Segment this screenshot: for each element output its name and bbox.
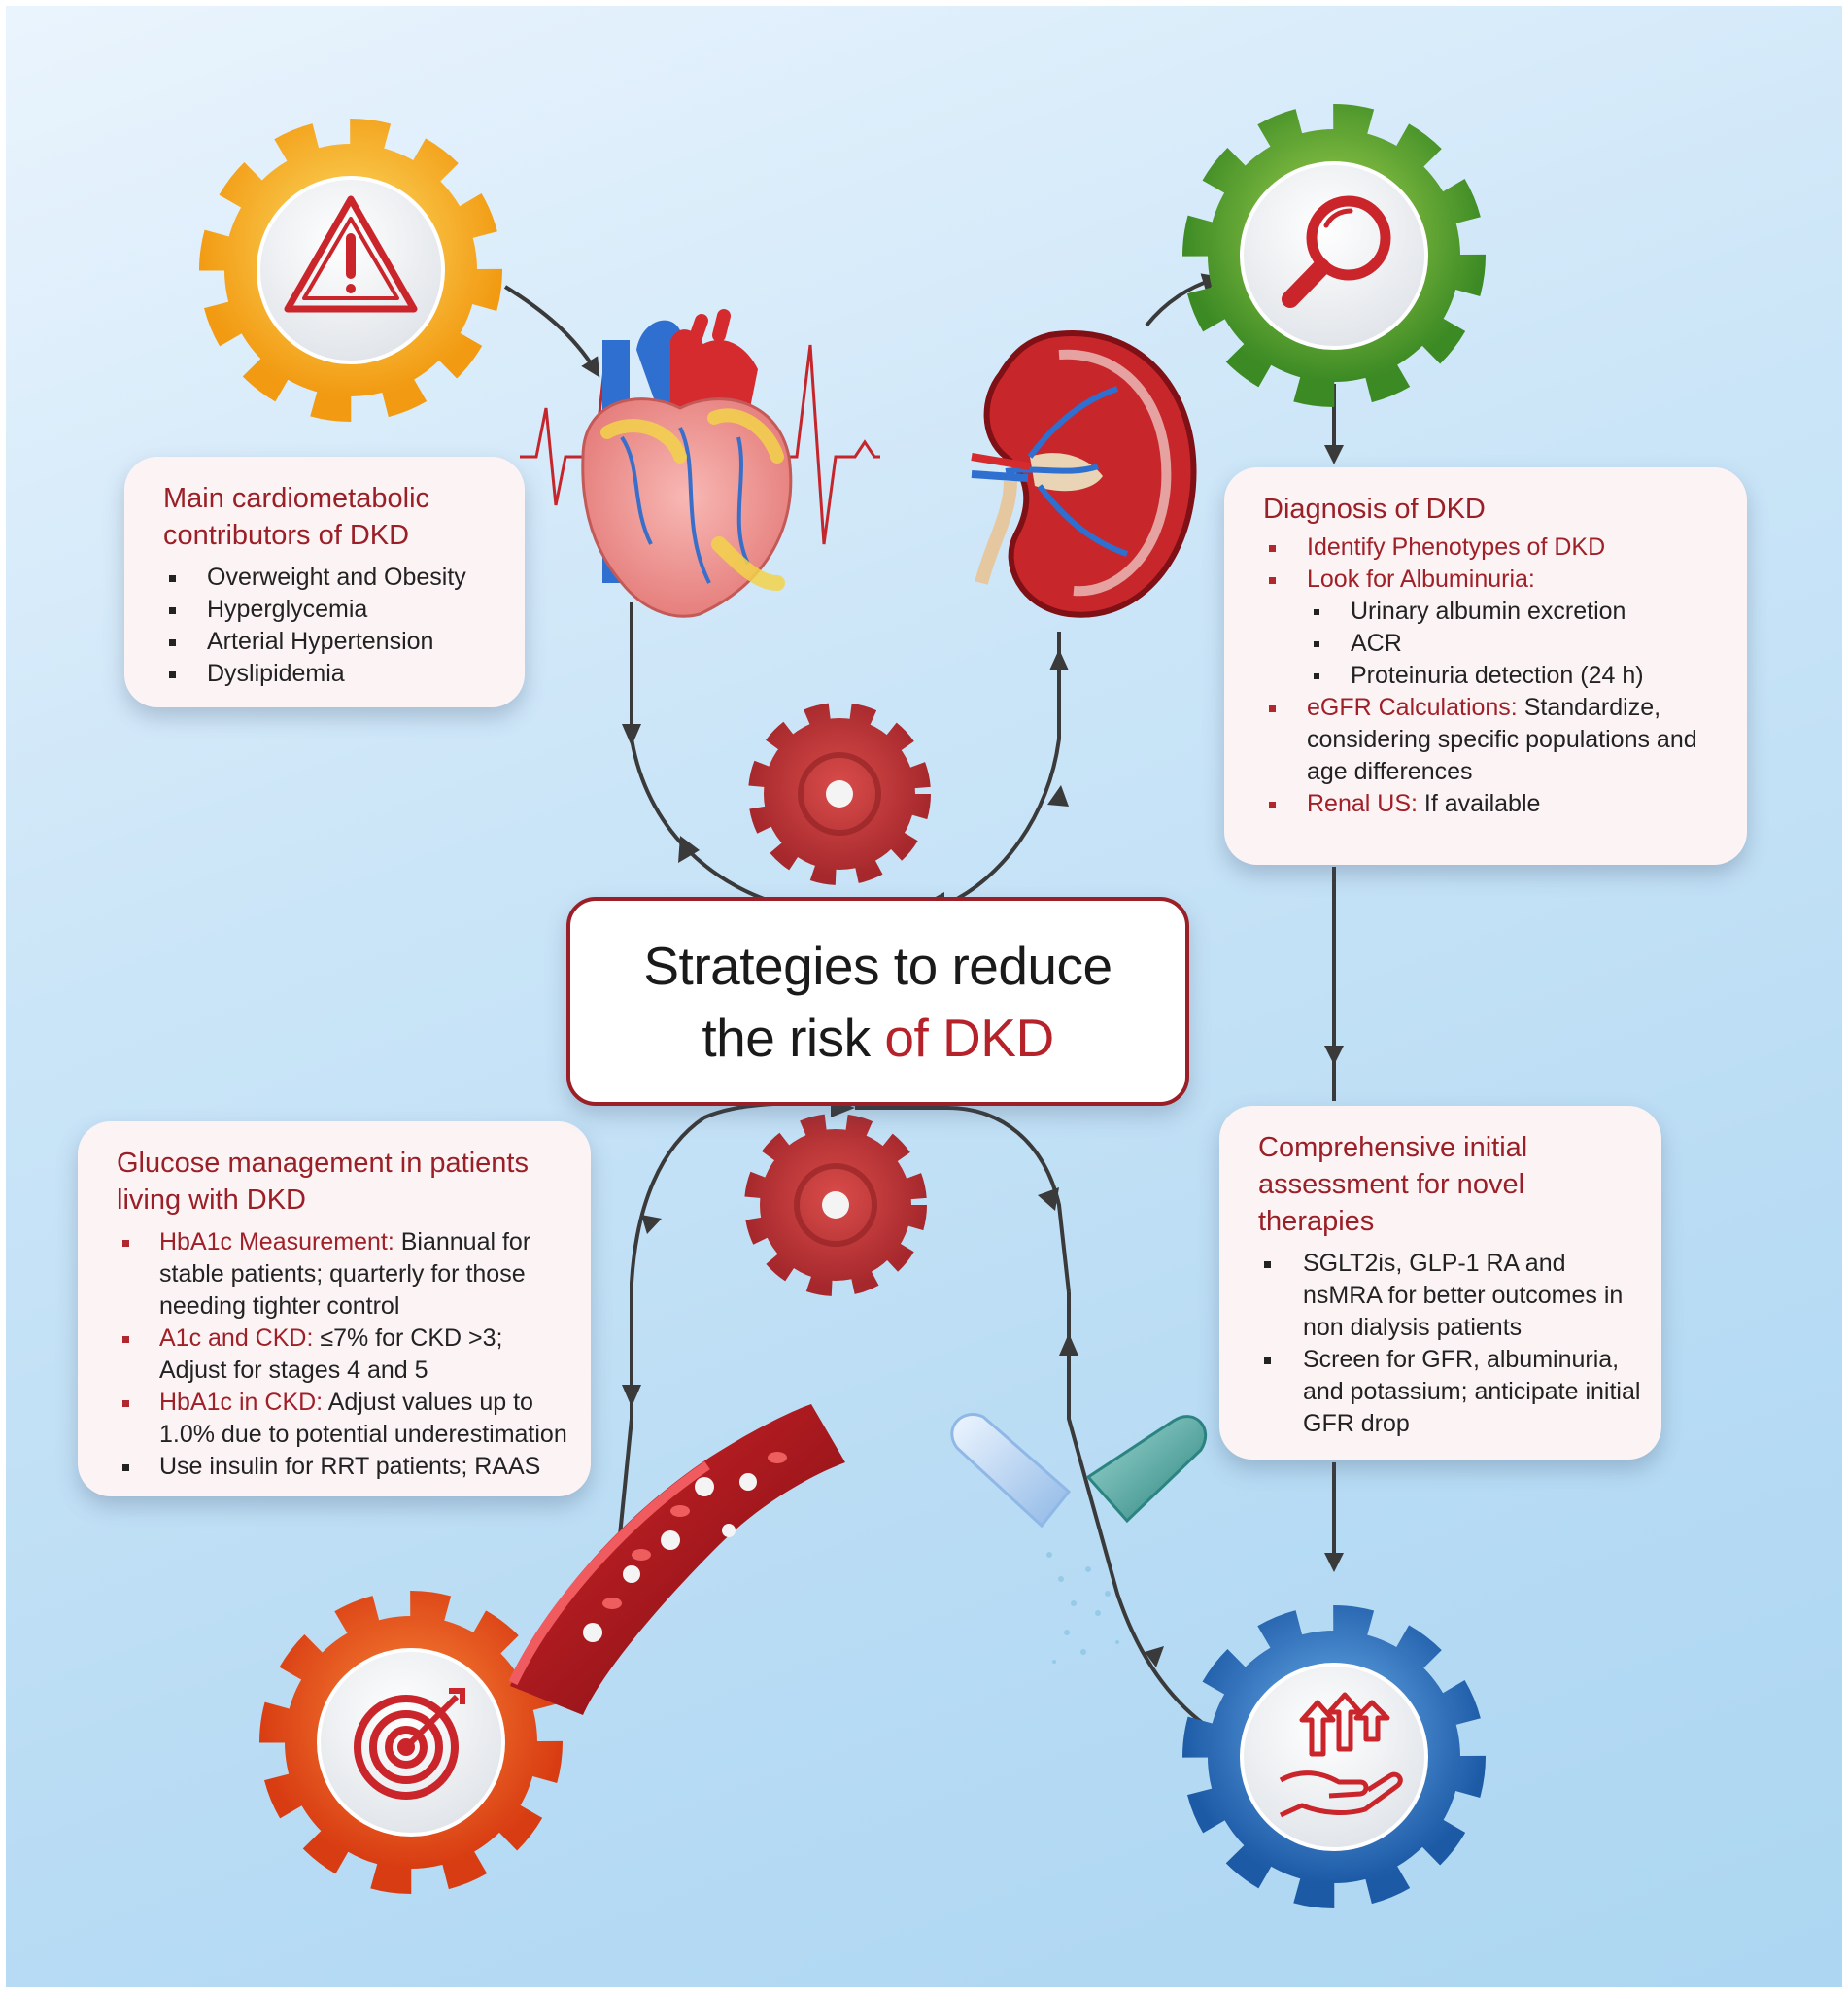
central-title-accent: of DKD [884,1007,1054,1068]
target-icon [354,1688,465,1800]
item-text: ≤7% for CKD >3; Adjust for stages 4 and … [159,1324,503,1384]
card-title: Diagnosis of DKD [1263,494,1486,525]
card-title-line2: contributors of DKD [163,520,410,551]
sub-list-item: Proteinuria detection (24 h) [1263,660,1708,692]
central-title-line2: the risk of DKD [702,1002,1054,1074]
kidney-illustration [971,330,1197,618]
list-item: Renal US: If available [1263,788,1708,820]
central-title-prefix: the risk [702,1007,885,1068]
sub-list-item: ACR [1263,628,1708,660]
gear-bottom-right [1182,1605,1486,1908]
gear-center-upper [748,703,931,885]
list-item: Overweight and Obesity [163,562,486,594]
gear-bottom-left [259,1591,563,1894]
sub-list-item: Urinary albumin excretion [1263,596,1708,628]
blood-vessel-illustration [508,1404,845,1715]
contributors-list: Overweight and Obesity Hyperglycemia Art… [163,562,486,690]
list-item: Arterial Hypertension [163,626,486,658]
glucose-list: HbA1c Measurement: Biannual for stable p… [117,1226,569,1483]
card-title-line1: Comprehensive initial [1258,1132,1528,1163]
warning-icon [284,195,418,313]
item-text: Look for Albuminuria: [1307,566,1535,593]
albuminuria-sublist: Urinary albumin excretion ACR Proteinuri… [1263,596,1708,692]
item-text: Adjust values up to 1.0% due to potentia… [159,1389,567,1448]
list-item: Dyslipidemia [163,658,486,690]
capsule-illustration [950,1413,1208,1664]
item-lead: HbA1c Measurement: [159,1228,394,1255]
card-title: Comprehensive initial assessment for nov… [1258,1129,1642,1240]
heart-illustration [581,309,793,618]
card-title-line2: living with DKD [117,1185,306,1216]
item-lead: HbA1c in CKD: [159,1389,324,1416]
diagnosis-list: Identify Phenotypes of DKD Look for Albu… [1263,532,1708,596]
list-item: HbA1c in CKD: Adjust values up to 1.0% d… [117,1387,569,1451]
gear-top-right [1182,104,1486,407]
list-item: A1c and CKD: ≤7% for CKD >3; Adjust for … [117,1323,569,1387]
card-comprehensive-assessment: Comprehensive initial assessment for nov… [1219,1106,1661,1460]
item-text: Identify Phenotypes of DKD [1307,533,1606,561]
item-text: If available [1417,790,1541,817]
card-cardiometabolic-contributors: Main cardiometabolic contributors of DKD… [124,457,525,707]
list-item: HbA1c Measurement: Biannual for stable p… [117,1226,569,1323]
hand-arrows-icon [1279,1692,1403,1818]
card-title-line3: therapies [1258,1206,1375,1237]
list-item: Hyperglycemia [163,594,486,626]
central-title-line1: Strategies to reduce [643,935,1112,996]
item-lead: Renal US: [1307,790,1418,817]
card-title: Glucose management in patients living wi… [117,1145,569,1219]
list-item: eGFR Calculations: Standardize, consider… [1263,692,1708,788]
list-item: Identify Phenotypes of DKD [1263,532,1708,564]
diagnosis-list-cont: eGFR Calculations: Standardize, consider… [1263,692,1708,820]
card-diagnosis-of-dkd: Diagnosis of DKD Identify Phenotypes of … [1224,467,1747,865]
therapies-list: SGLT2is, GLP-1 RA and nsMRA for better o… [1258,1248,1642,1440]
card-glucose-management: Glucose management in patients living wi… [78,1121,591,1496]
item-text: Biannual for stable patients; quarterly … [159,1228,531,1320]
card-title: Main cardiometabolic contributors of DKD [163,480,486,554]
card-title-line1: Glucose management in patients [117,1148,529,1179]
card-title-line2: assessment for novel [1258,1169,1525,1200]
gear-top-left [199,119,502,422]
card-title-line1: Main cardiometabolic [163,483,430,514]
list-item: Look for Albuminuria: [1263,564,1708,596]
item-lead: eGFR Calculations: [1307,694,1518,721]
item-lead: A1c and CKD: [159,1324,314,1352]
list-item: Screen for GFR, albuminuria, and potassi… [1258,1344,1642,1440]
item-text: Standardize, considering specific popula… [1307,694,1697,785]
magnifier-icon [1282,195,1391,308]
central-title-box: Strategies to reduce the risk of DKD [566,897,1189,1106]
list-item: Use insulin for RRT patients; RAAS [117,1451,569,1483]
gear-center-lower [744,1114,927,1296]
list-item: SGLT2is, GLP-1 RA and nsMRA for better o… [1258,1248,1642,1344]
